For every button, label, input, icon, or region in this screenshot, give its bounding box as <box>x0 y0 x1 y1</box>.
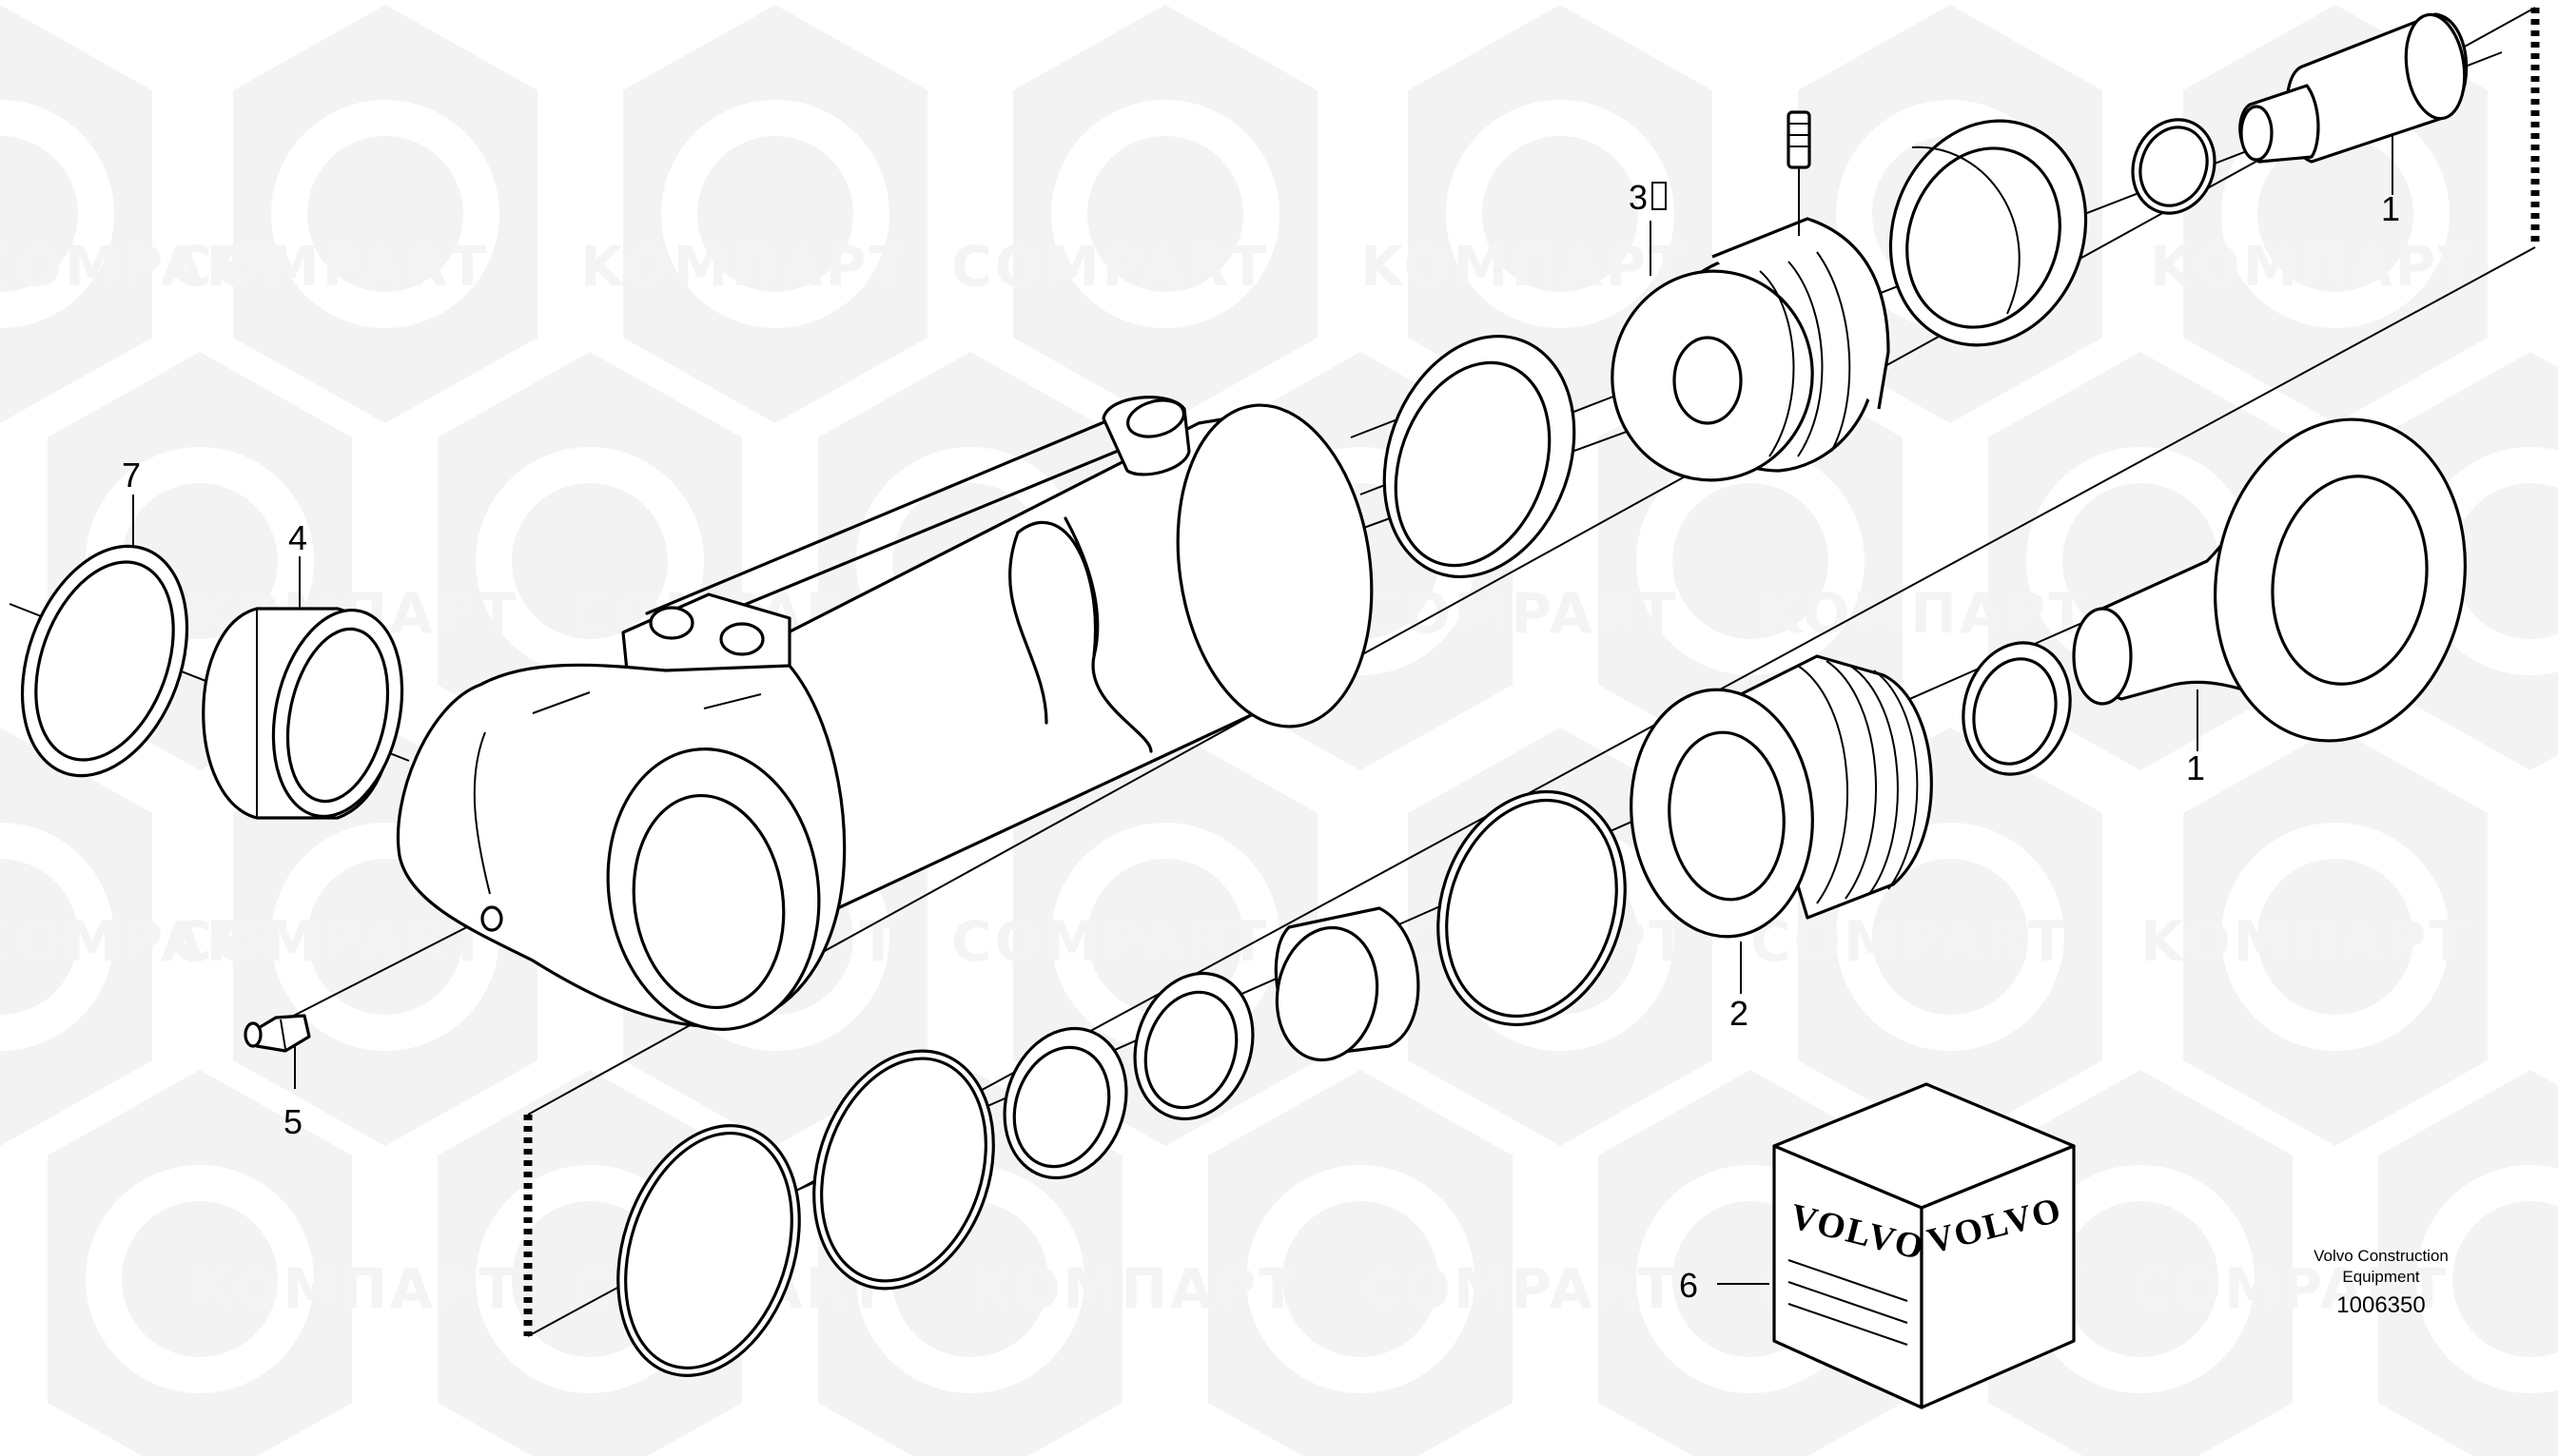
watermark-text: COMPART <box>1360 1256 1678 1321</box>
piston-seal-ring <box>1382 334 1576 579</box>
callout-2: 2 <box>1729 994 1748 1033</box>
callout-1-top: 1 <box>2381 189 2400 228</box>
wiper-seal-bottom <box>1003 1026 1128 1180</box>
watermark-text: KOMПAPT <box>1760 581 2089 646</box>
callout-6: 6 <box>1679 1266 1698 1305</box>
cylinder-barrel <box>396 396 1374 1031</box>
watermark-text: COMPART <box>0 234 289 299</box>
guide-ring-top <box>1888 119 2088 347</box>
o-ring-small-top <box>2131 118 2216 215</box>
watermark-text: COMPART <box>1360 581 1678 646</box>
bushing-bottom <box>1274 906 1420 1062</box>
callout-3-marker <box>1651 182 1667 210</box>
watermark-text: KOMПAPT <box>580 234 909 299</box>
o-ring-bottom-mid <box>812 1049 995 1291</box>
part-4-bushing <box>202 607 404 820</box>
footer-line-2: Equipment <box>2342 1268 2420 1286</box>
watermark-text: KOMПAPT <box>1360 234 1689 299</box>
watermark-text: COMPART <box>951 909 1269 974</box>
callout-7: 7 <box>122 456 141 495</box>
document-number: 1006350 <box>2336 1292 2425 1318</box>
callout-leaders <box>132 133 2393 1285</box>
watermark-text: KOMПAPT <box>970 1256 1299 1321</box>
watermark-text: COMPART <box>171 909 489 974</box>
watermark-text: KOMПAPT <box>190 1256 519 1321</box>
part-1-rod-eye <box>2072 417 2467 743</box>
callout-5: 5 <box>283 1102 303 1141</box>
callout-1-bottom: 1 <box>2186 748 2205 787</box>
watermark-text: COMPART <box>2131 1256 2449 1321</box>
o-ring-large <box>1436 789 1627 1027</box>
watermark-text: KOMПAPT <box>2140 909 2470 974</box>
rod-seal-bottom <box>1133 971 1255 1121</box>
part-5-grease-nipple <box>244 1014 311 1053</box>
watermark-text: COMPART <box>1750 909 2068 974</box>
o-ring-bottom-left <box>616 1124 801 1377</box>
watermark-text: KOMПAPT <box>2150 234 2479 299</box>
footer-line-1: Volvo Construction <box>2314 1247 2449 1265</box>
watermark-text: COMPART <box>951 234 1269 299</box>
part-1-piston-rod-top <box>2238 12 2469 164</box>
part-2-cylinder-head <box>1630 654 1933 939</box>
watermark-text: COMPART <box>0 909 289 974</box>
part-7-ring <box>20 544 189 778</box>
part-6-repair-kit-box: VOLVO VOLVO <box>1772 1082 2076 1409</box>
rod-seal-small <box>1962 641 2072 776</box>
part-3-piston <box>1611 110 1890 482</box>
callout-3: 3 <box>1629 178 1648 217</box>
watermark-text: COMPART <box>171 234 489 299</box>
callout-4: 4 <box>288 518 307 557</box>
